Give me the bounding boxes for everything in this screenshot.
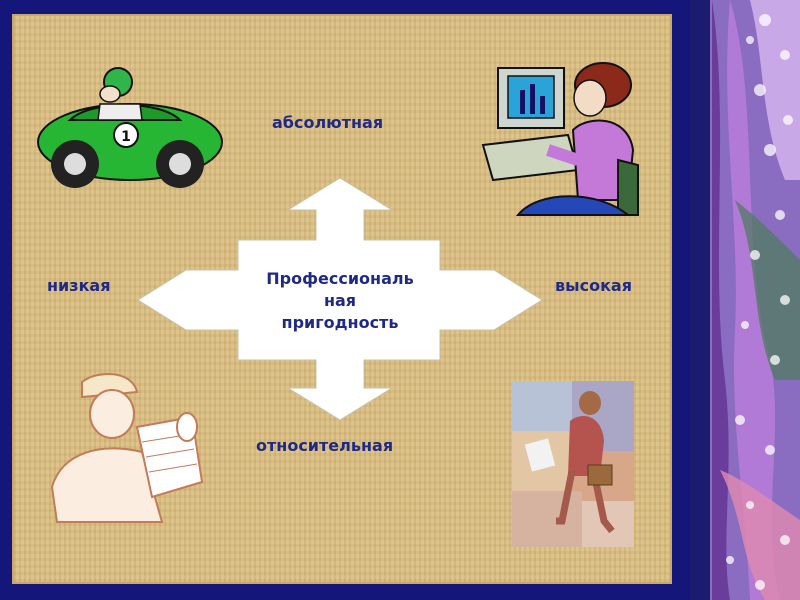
center-label: Профессиональ ная пригодность bbox=[240, 268, 440, 334]
label-bottom: относительная bbox=[256, 436, 394, 455]
businesswoman-walking-photo bbox=[512, 381, 634, 547]
label-top: абсолютная bbox=[272, 113, 384, 132]
label-right: высокая bbox=[555, 276, 632, 295]
woman-at-computer-clipart bbox=[481, 62, 639, 216]
center-label-line-3: пригодность bbox=[281, 313, 399, 332]
decorative-fabric-strip bbox=[690, 0, 800, 600]
race-car-clipart: 1 bbox=[37, 67, 223, 188]
center-label-line-2: ная bbox=[323, 291, 357, 310]
worker-with-blueprints-clipart bbox=[50, 372, 204, 523]
center-label-line-1: Профессиональ bbox=[266, 269, 414, 288]
svg-text:1: 1 bbox=[121, 129, 131, 145]
label-left: низкая bbox=[47, 276, 111, 295]
